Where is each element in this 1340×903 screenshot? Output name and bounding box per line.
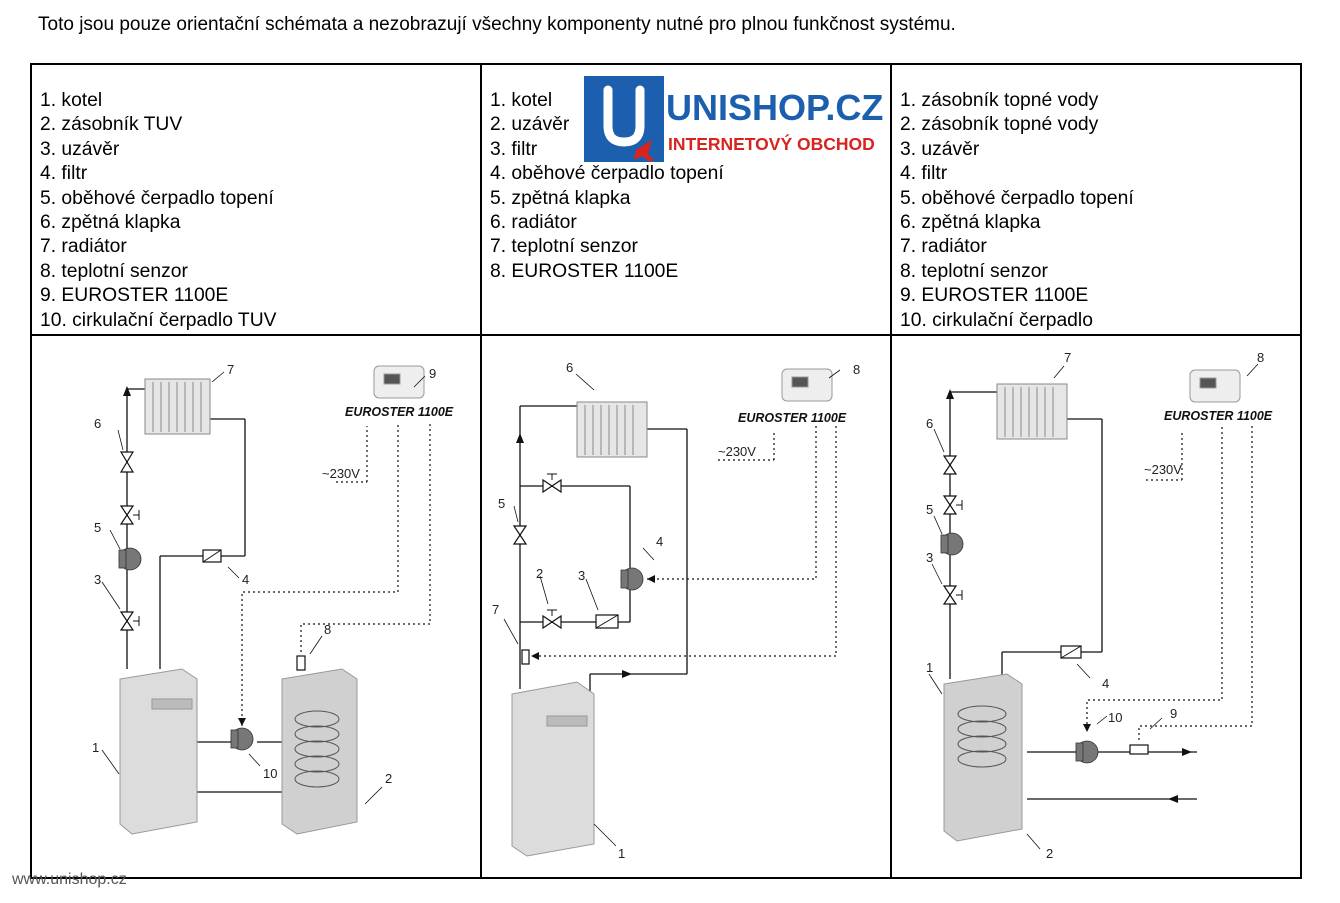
logo-name: UNISHOP.CZ [666,87,883,128]
marker-4: 4 [1102,676,1109,691]
marker-8: 8 [324,622,331,637]
legend-item: 3. filtr [490,138,538,160]
legend-item: 4. filtr [900,163,948,185]
diagram-3: EUROSTER 1100E ~230V 1 2 3 4 5 6 7 8 9 1… [926,350,1273,861]
column-divider [890,65,892,877]
schema-table [30,63,1302,879]
logo-u-icon [603,85,645,147]
legend-item: 4. filtr [40,163,88,185]
marker-6: 6 [566,360,573,375]
marker-7: 7 [1064,350,1071,365]
intro-text: Toto jsou pouze orientační schémata a ne… [38,14,956,35]
marker-9: 9 [1170,706,1177,721]
legend-item: 5. oběhové čerpadlo topení [40,187,274,209]
legend-item: 10. cirkulační čerpadlo [900,309,1093,331]
marker-8: 8 [853,362,860,377]
legend-item: 1. kotel [40,90,103,111]
legend-item: 4. oběhové čerpadlo topení [490,163,724,185]
diagram-1: EUROSTER 1100E ~230V 1 2 3 4 5 6 7 8 9 1… [92,362,454,835]
marker-3: 3 [578,568,585,583]
marker-2: 2 [1046,846,1053,861]
marker-7: 7 [492,602,499,617]
marker-4: 4 [656,534,663,549]
legend-item: 5. zpětná klapka [490,187,631,209]
marker-5: 5 [94,520,101,535]
marker-1: 1 [92,740,99,755]
power-label: ~230V [1144,462,1182,477]
legend-item: 1. kotel [490,90,553,111]
column-divider [480,65,482,877]
power-label: ~230V [322,466,360,481]
legend-item: 6. zpětná klapka [40,212,181,234]
logo-cursor-icon [634,140,654,162]
marker-7: 7 [227,362,234,377]
legend-item: 1. zásobník topné vody [900,90,1099,111]
marker-3: 3 [94,572,101,587]
marker-8: 8 [1257,350,1264,365]
legend-item: 8. teplotní senzor [900,260,1048,282]
legend-item: 7. radiátor [900,236,987,258]
legend-item: 2. uzávěr [490,114,570,136]
marker-5: 5 [498,496,505,511]
logo-tagline: INTERNETOVÝ OBCHOD [668,133,875,154]
legend-item: 3. uzávěr [40,138,120,160]
legend-item: 7. radiátor [40,236,127,258]
power-label: ~230V [718,444,756,459]
legend-item: 8. teplotní senzor [40,260,188,282]
marker-10: 10 [1108,710,1122,725]
legend-item: 6. zpětná klapka [900,212,1041,234]
marker-1: 1 [926,660,933,675]
marker-2: 2 [536,566,543,581]
marker-10: 10 [263,766,277,781]
marker-6: 6 [926,416,933,431]
marker-4: 4 [242,572,249,587]
controller-label: EUROSTER 1100E [345,405,454,419]
legend-item: 3. uzávěr [900,138,980,160]
marker-2: 2 [385,771,392,786]
row-divider [32,334,1300,336]
marker-9: 9 [429,366,436,381]
controller-label: EUROSTER 1100E [1164,409,1273,423]
legend-item: 2. zásobník TUV [40,114,183,136]
legend-column-3: 1. zásobník topné vody 2. zásobník topné … [900,89,1134,333]
controller-label: EUROSTER 1100E [738,411,847,425]
diagram-2: EUROSTER 1100E ~230V 1 2 3 4 5 6 7 8 [492,360,860,861]
footer-url: www.unishop.cz [12,871,127,888]
marker-6: 6 [94,416,101,431]
legend-item: 7. teplotní senzor [490,236,638,258]
marker-3: 3 [926,550,933,565]
unishop-logo: UNISHOP.CZ INTERNETOVÝ OBCHOD [584,76,883,162]
marker-1: 1 [618,846,625,861]
logo-icon-box [584,76,664,162]
legend-item: 8. EUROSTER 1100E [490,260,679,282]
legend-item: 5. oběhové čerpadlo topení [900,187,1134,209]
legend-item: 6. radiátor [490,212,577,234]
legend-item: 10. cirkulační čerpadlo TUV [40,309,277,331]
legend-item: 9. EUROSTER 1100E [900,285,1089,307]
legend-item: 2. zásobník topné vody [900,114,1099,136]
legend-item: 9. EUROSTER 1100E [40,285,229,307]
marker-5: 5 [926,502,933,517]
